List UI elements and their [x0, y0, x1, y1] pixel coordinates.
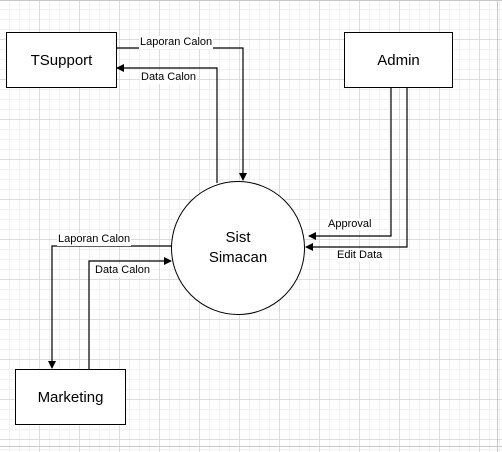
flow-sist-to-marketing — [48, 245, 172, 369]
label-approval: Approval — [327, 218, 373, 231]
flow-marketing-to-sist — [88, 257, 172, 369]
canvas-top-border — [0, 0, 502, 1]
process-label-line2: Simacan — [208, 249, 268, 266]
label-laporan-calon-marketing: Laporan Calon — [57, 233, 132, 246]
canvas-right-border — [497, 0, 498, 452]
flow-sist-to-tsupport — [116, 64, 218, 183]
sist-simacan-process[interactable]: Sist Simacan — [171, 181, 305, 315]
flow-admin-approval — [308, 88, 392, 240]
tsupport-entity[interactable]: TSupport — [6, 32, 117, 88]
label-edit-data: Edit Data — [336, 249, 384, 262]
flow-admin-edit-data — [305, 88, 408, 251]
marketing-entity[interactable]: Marketing — [15, 369, 126, 425]
tsupport-label: TSupport — [30, 51, 93, 69]
process-label-line1: Sist — [225, 229, 251, 246]
admin-entity[interactable]: Admin — [344, 32, 453, 88]
canvas-bottom-border — [0, 446, 502, 447]
label-data-calon-marketing: Data Calon — [94, 264, 152, 277]
label-laporan-calon-tsupport: Laporan Calon — [139, 36, 214, 49]
marketing-label: Marketing — [37, 388, 104, 406]
label-data-calon-tsupport: Data Calon — [140, 71, 198, 84]
admin-label: Admin — [377, 51, 420, 69]
